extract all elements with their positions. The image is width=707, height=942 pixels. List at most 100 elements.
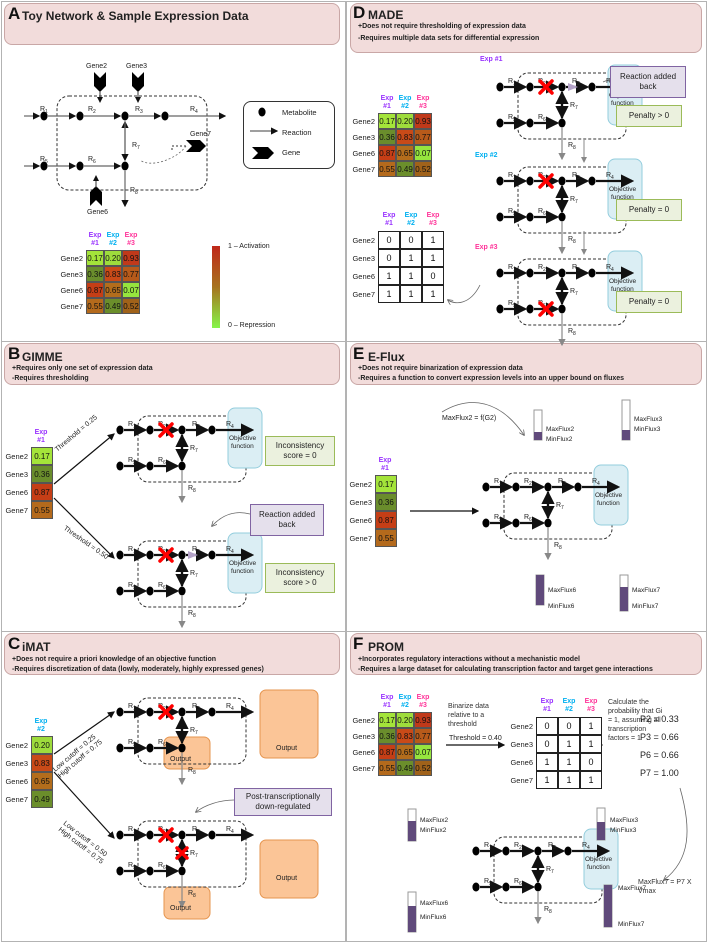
reaction-label-r8: R <box>568 236 573 243</box>
reaction-label-r5: R <box>128 582 133 589</box>
reaction-label-r4: R <box>226 703 231 710</box>
f-minflux3-label: MinFlux3 <box>610 827 637 834</box>
reaction-sub: 1 <box>489 845 492 851</box>
heatD-exp-header: Exp #2 <box>398 95 412 110</box>
metabolite-dot <box>526 118 534 128</box>
expB-cell: 0.17 <box>31 447 53 465</box>
penalty-box-3: Penalty = 0 <box>616 291 682 313</box>
metabolite-dot <box>178 550 186 560</box>
reaction-label-r6: R <box>514 878 519 885</box>
inconsistency-zero-box: Inconsistency score = 0 <box>265 436 335 466</box>
objective-label: Objective <box>609 278 636 285</box>
reaction-label-r3: R <box>548 842 553 849</box>
reaction-label-r5: R <box>508 114 513 121</box>
reaction-label-r8: R <box>554 542 559 549</box>
reaction-sub: 6 <box>529 517 532 523</box>
panel-f-title: PROM <box>368 640 404 654</box>
reaction-sub: 6 <box>163 742 166 748</box>
reaction-label: R <box>40 156 45 163</box>
reaction-sub: 6 <box>163 585 166 591</box>
gene6-label-a: Gene6 <box>87 209 109 216</box>
expE-cell: 0.36 <box>375 493 397 511</box>
reaction-sub: 7 <box>551 869 554 875</box>
threshold-040-label: Threshold = 0.40 <box>449 735 502 742</box>
binF-cell: 1 <box>558 735 580 753</box>
metabolite-dot <box>178 586 186 596</box>
reaction-label-r8: R <box>544 906 549 913</box>
reaction-sub: 5 <box>133 585 136 591</box>
inconsistency-pos-box: Inconsistency score > 0 <box>265 563 335 593</box>
binD-exp-header: Exp #1 <box>382 212 396 227</box>
knockout-r2-icon <box>538 79 554 95</box>
panel-b-title: GIMME <box>22 350 63 364</box>
reaction-label: R <box>88 106 93 113</box>
scale-top-label: 1 – Activation <box>228 243 270 250</box>
reaction-sub: 8 <box>573 331 576 337</box>
heatF-gene-label: Gene7 <box>352 763 375 773</box>
heatF-gene-label: Gene2 <box>352 715 375 725</box>
minflux2-label: MinFlux2 <box>546 436 573 443</box>
binD-cell: 0 <box>378 249 400 267</box>
reaction-label-r4: R <box>606 172 611 179</box>
reaction-label-r5: R <box>494 514 499 521</box>
reaction-sub: 4 <box>195 109 198 115</box>
flux-bar-6-fill <box>536 575 544 605</box>
gene7-regulation <box>171 145 186 152</box>
reaction-label-r7: R <box>570 196 575 203</box>
metabolite-dot <box>161 111 169 121</box>
heatD-cell: 0.17 <box>378 113 396 129</box>
flux-bar-7-fill <box>620 587 628 611</box>
reaction-sub: 3 <box>140 109 143 115</box>
binD-cell: 0 <box>422 267 444 285</box>
reaction-sub: 6 <box>163 460 166 466</box>
f-flux-bar-6-fill <box>408 906 416 932</box>
binF-exp-header: Exp #2 <box>562 698 576 713</box>
reaction-label-r4: R <box>606 78 611 85</box>
binD-cell: 0 <box>400 231 422 249</box>
reaction-label-r6: R <box>158 739 163 746</box>
panel-f-header <box>350 633 702 675</box>
gene2-icon <box>94 72 106 92</box>
expE-gene-label: Gene3 <box>349 497 372 507</box>
reaction-label-r5: R <box>128 739 133 746</box>
heatF-cell: 0.49 <box>396 760 414 776</box>
metabolite-dot <box>116 461 124 471</box>
reaction-sub: 6 <box>543 211 546 217</box>
metabolite-dot <box>558 304 566 314</box>
expE-cell: 0.17 <box>375 475 397 493</box>
compartment-boundary <box>137 820 247 888</box>
reaction-label-r6: R <box>538 208 543 215</box>
reaction-label-r4: R <box>582 842 587 849</box>
objective-label: function <box>611 286 634 293</box>
maxflux-eq-label: MaxFlux2 = f(G2) <box>442 415 497 422</box>
heatF-cell: 0.52 <box>414 760 432 776</box>
expC-cell: 0.20 <box>31 736 53 754</box>
reaction-label-r4: R <box>226 826 231 833</box>
heatA-gene-label: Gene7 <box>60 301 83 311</box>
f-flux-bar-3-fill <box>597 822 605 840</box>
binF-cell: 1 <box>536 753 558 771</box>
metabolite-dot <box>502 846 510 856</box>
reaction-sub: 1 <box>133 549 136 555</box>
reaction-label-r6: R <box>158 457 163 464</box>
heatA-gene-label: Gene3 <box>60 269 83 279</box>
objective-label: Objective <box>229 435 256 442</box>
metabolite-dot <box>116 830 124 840</box>
reaction-label-r1: R <box>484 842 489 849</box>
metabolite-dot <box>76 161 84 171</box>
reaction-sub: 7 <box>195 573 198 579</box>
heatD-cell: 0.20 <box>396 113 414 129</box>
regulatory-link <box>139 145 187 164</box>
binD-cell: 1 <box>378 285 400 303</box>
knockout-r2-icon <box>158 827 174 843</box>
metabolite-dot <box>588 82 596 92</box>
metabolite-dot <box>116 743 124 753</box>
maxflux7-label: MaxFlux7 <box>632 587 661 594</box>
reaction-sub: 1 <box>499 481 502 487</box>
reaction-sub: 1 <box>513 175 516 181</box>
